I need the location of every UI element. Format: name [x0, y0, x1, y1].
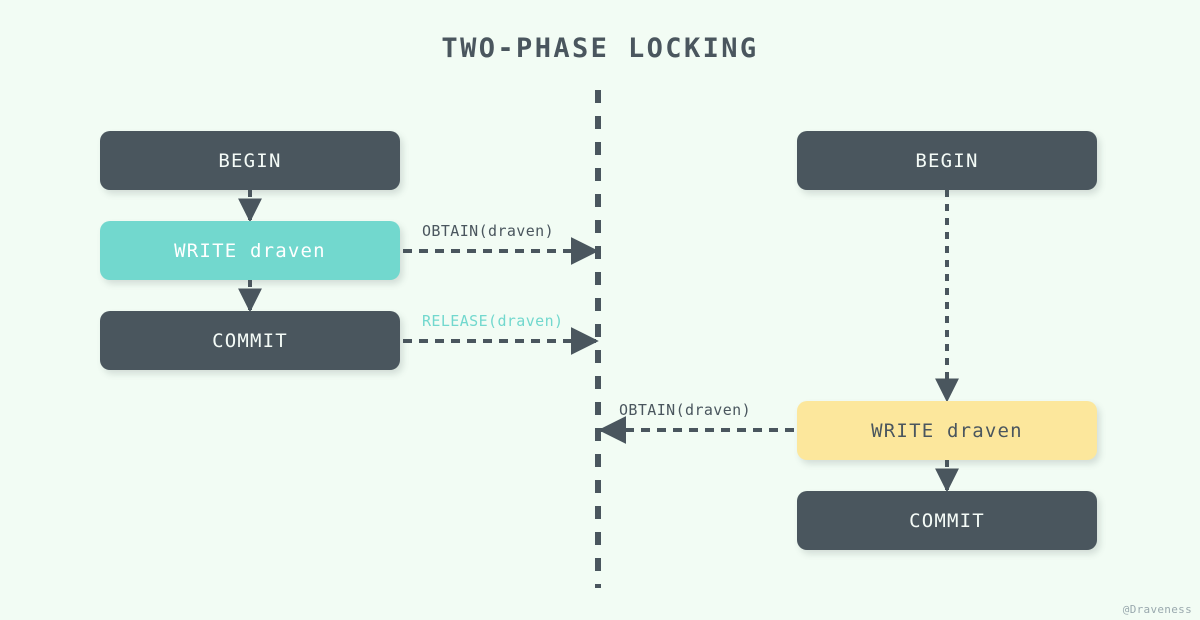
- release-left-label: RELEASE(draven): [422, 312, 564, 330]
- right-node-commit[interactable]: COMMIT: [797, 491, 1097, 550]
- obtain-left-label: OBTAIN(draven): [422, 222, 555, 240]
- left-node-commit[interactable]: COMMIT: [100, 311, 400, 370]
- left-node-write-label: WRITE draven: [174, 239, 326, 262]
- obtain-right-label: OBTAIN(draven): [619, 401, 752, 419]
- left-node-begin-label: BEGIN: [218, 149, 282, 172]
- right-node-commit-label: COMMIT: [909, 509, 985, 532]
- left-node-write[interactable]: WRITE draven: [100, 221, 400, 280]
- page-title: TWO-PHASE LOCKING: [441, 33, 759, 64]
- left-node-begin[interactable]: BEGIN: [100, 131, 400, 190]
- watermark: @Draveness: [1122, 603, 1192, 616]
- right-node-begin[interactable]: BEGIN: [797, 131, 1097, 190]
- right-node-write[interactable]: WRITE draven: [797, 401, 1097, 460]
- left-node-commit-label: COMMIT: [212, 329, 288, 352]
- right-node-begin-label: BEGIN: [915, 149, 979, 172]
- right-node-write-label: WRITE draven: [871, 419, 1023, 442]
